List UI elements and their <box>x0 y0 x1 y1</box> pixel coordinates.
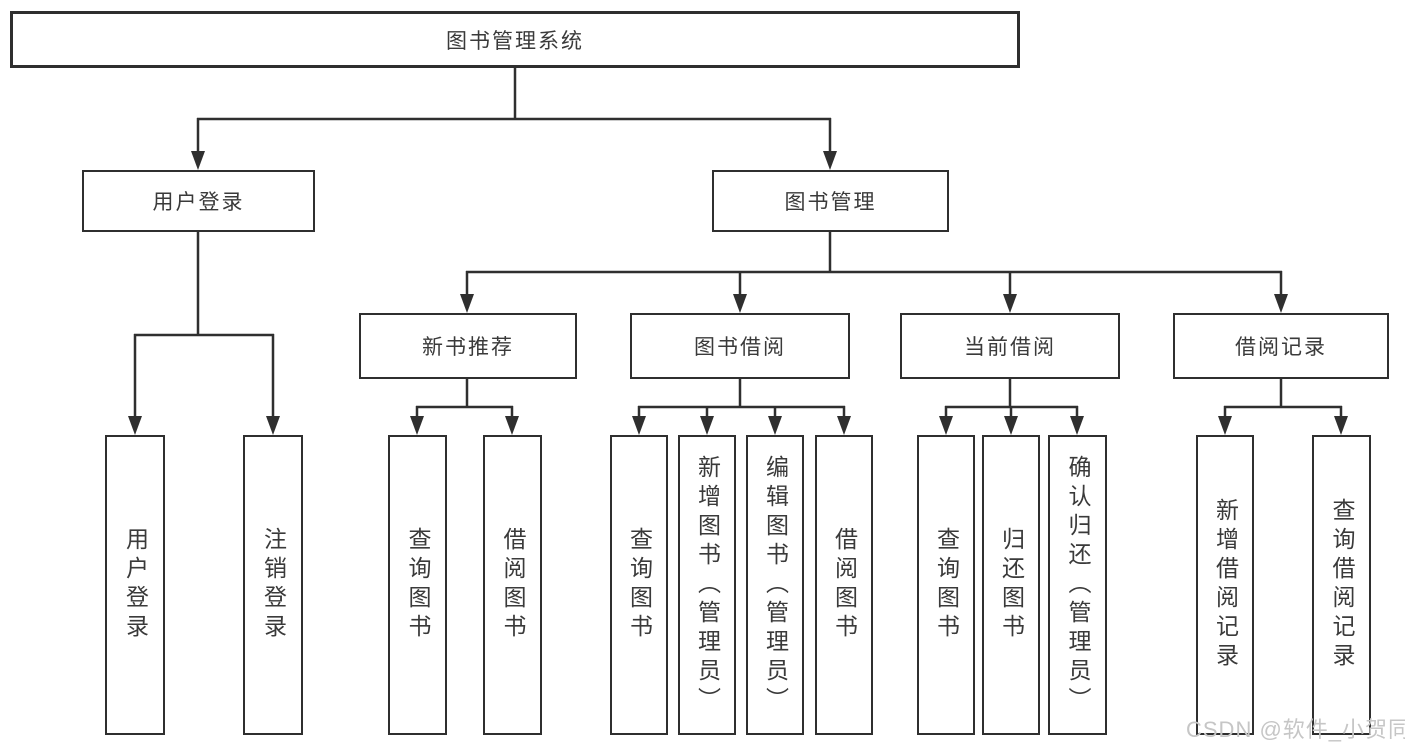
node-label: 归还图书 <box>998 527 1025 643</box>
node-label: 编辑图书（管理员） <box>762 454 789 716</box>
leaf-borrow-books-2: 借阅图书 <box>815 435 873 735</box>
leaf-edit-books-admin: 编辑图书（管理员） <box>746 435 804 735</box>
node-label: 查询图书 <box>405 527 431 643</box>
node-library-system: 图书管理系统 <box>10 11 1020 68</box>
node-label: 图书管理 <box>784 191 877 214</box>
node-book-management: 图书管理 <box>712 170 949 232</box>
node-label: 确认归还（管理员） <box>1065 454 1091 716</box>
leaf-return-books: 归还图书 <box>982 435 1040 735</box>
leaf-borrow-books-1: 借阅图书 <box>483 435 542 735</box>
leaf-confirm-return-admin: 确认归还（管理员） <box>1048 435 1107 735</box>
node-label: 注销登录 <box>260 527 287 643</box>
node-label: 新增借阅记录 <box>1212 498 1239 672</box>
node-label: 查询图书 <box>626 527 653 643</box>
leaf-query-books-3: 查询图书 <box>917 435 975 735</box>
node-label: 用户登录 <box>122 527 149 643</box>
node-user-login: 用户登录 <box>82 170 315 232</box>
leaf-query-borrow-record: 查询借阅记录 <box>1312 435 1371 735</box>
node-label: 新增图书（管理员） <box>694 454 721 716</box>
node-current-borrow: 当前借阅 <box>900 313 1120 379</box>
node-new-book-recommend: 新书推荐 <box>359 313 577 379</box>
node-label: 查询图书 <box>933 527 960 643</box>
node-label: 图书借阅 <box>694 336 786 359</box>
leaf-add-books-admin: 新增图书（管理员） <box>678 435 736 735</box>
node-label: 查询借阅记录 <box>1329 498 1355 672</box>
leaf-add-borrow-record: 新增借阅记录 <box>1196 435 1254 735</box>
csdn-watermark: CSDN @软件_小贺同学 <box>1186 717 1405 742</box>
leaf-logout: 注销登录 <box>243 435 303 735</box>
node-borrow-records: 借阅记录 <box>1173 313 1389 379</box>
leaf-query-books-2: 查询图书 <box>610 435 668 735</box>
node-label: 借阅图书 <box>500 527 526 643</box>
node-label: 当前借阅 <box>964 336 1056 359</box>
node-book-borrow: 图书借阅 <box>630 313 850 379</box>
leaf-user-login: 用户登录 <box>105 435 165 735</box>
node-label: 图书管理系统 <box>446 29 584 53</box>
node-label: 用户登录 <box>152 191 245 214</box>
node-label: 新书推荐 <box>422 336 514 359</box>
leaf-query-books-1: 查询图书 <box>388 435 447 735</box>
node-label: 借阅记录 <box>1235 336 1327 359</box>
node-label: 借阅图书 <box>831 527 858 643</box>
